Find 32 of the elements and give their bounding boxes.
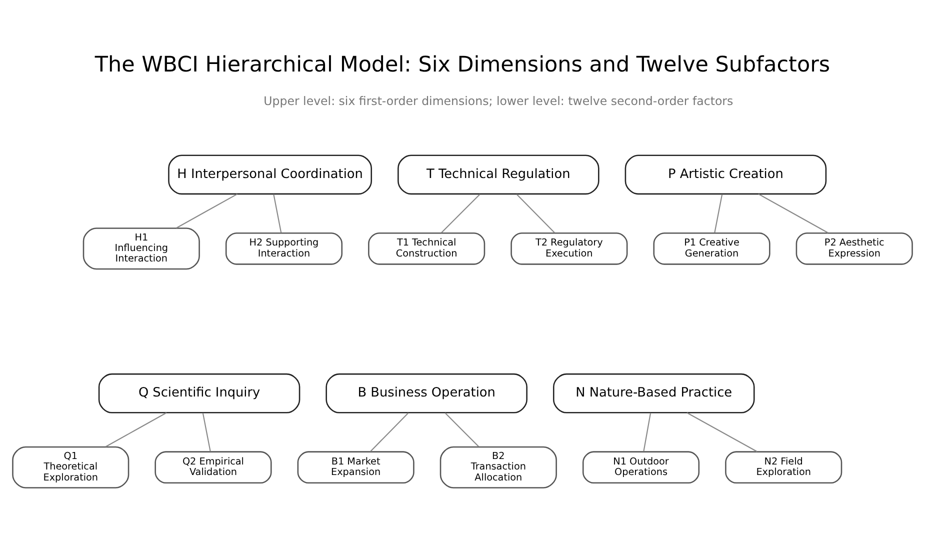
node-box: H1 Influencing Interaction — [82, 227, 200, 270]
node-box: N2 Field Exploration — [725, 450, 842, 484]
node-box: T1 Technical Construction — [368, 232, 486, 264]
connector — [714, 194, 723, 232]
connector — [273, 194, 282, 232]
node-box: H2 Supporting Interaction — [225, 232, 343, 264]
node-box: B1 Market Expansion — [297, 450, 414, 484]
node-box: Q2 Empirical Validation — [154, 450, 272, 484]
node-box: Q1 Theoretical Exploration — [12, 446, 130, 488]
connector — [441, 193, 480, 233]
connector — [105, 412, 167, 447]
node-box: P1 Creative Generation — [653, 232, 770, 264]
node-box: P Artistic Creation — [624, 154, 827, 194]
connector — [686, 412, 758, 452]
node-box: B2 Transaction Allocation — [440, 446, 557, 488]
label: Upper level: six first-order dimensions; lower level: twelve second-order factors — [264, 93, 734, 108]
connector — [758, 193, 828, 233]
node-box: P2 Aesthetic Expression — [796, 232, 913, 264]
node-box: H Interpersonal Coordination — [168, 154, 372, 194]
node-box: N1 Outdoor Operations — [582, 450, 700, 484]
node-box: B Business Operation — [326, 372, 528, 413]
diagram-title: The WBCI Hierarchical Model: Six Dimensions and Twelve Subfactors — [94, 52, 830, 78]
connector — [202, 412, 211, 452]
connector — [516, 193, 555, 233]
connector — [643, 412, 652, 452]
connector — [176, 193, 238, 228]
node-box: T Technical Regulation — [398, 154, 600, 194]
node-box: Q Scientific Inquiry — [98, 372, 300, 413]
node-box: N Nature-Based Practice — [552, 372, 755, 413]
node-box: T2 Regulatory Execution — [510, 232, 628, 264]
connector — [444, 412, 480, 446]
connector — [370, 412, 409, 452]
